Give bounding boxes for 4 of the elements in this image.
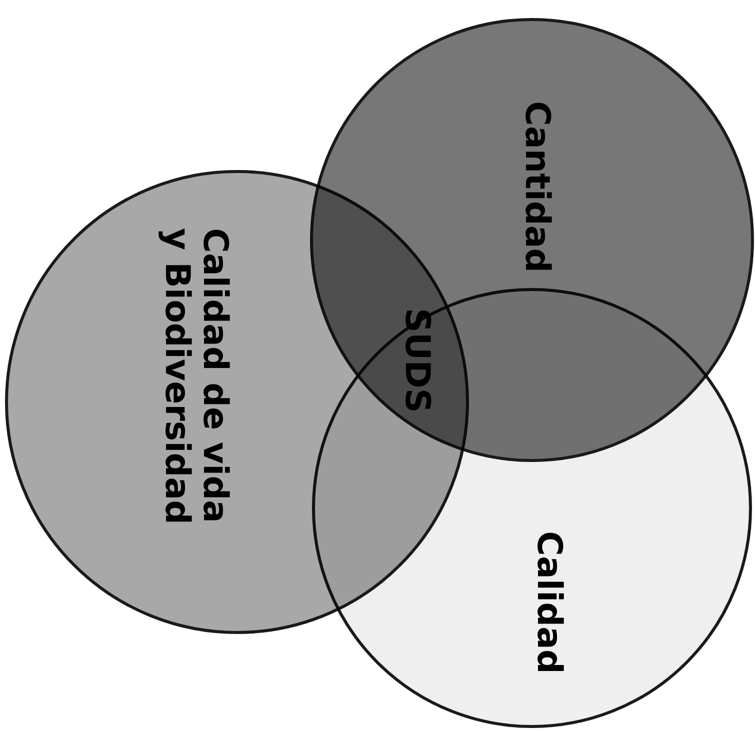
center-label: SUDS bbox=[398, 308, 436, 413]
circle-label: Calidad de vida y Biodiversidad bbox=[158, 228, 234, 526]
circle-label: Cantidad bbox=[518, 101, 556, 275]
circle-label: Calidad bbox=[530, 531, 568, 676]
